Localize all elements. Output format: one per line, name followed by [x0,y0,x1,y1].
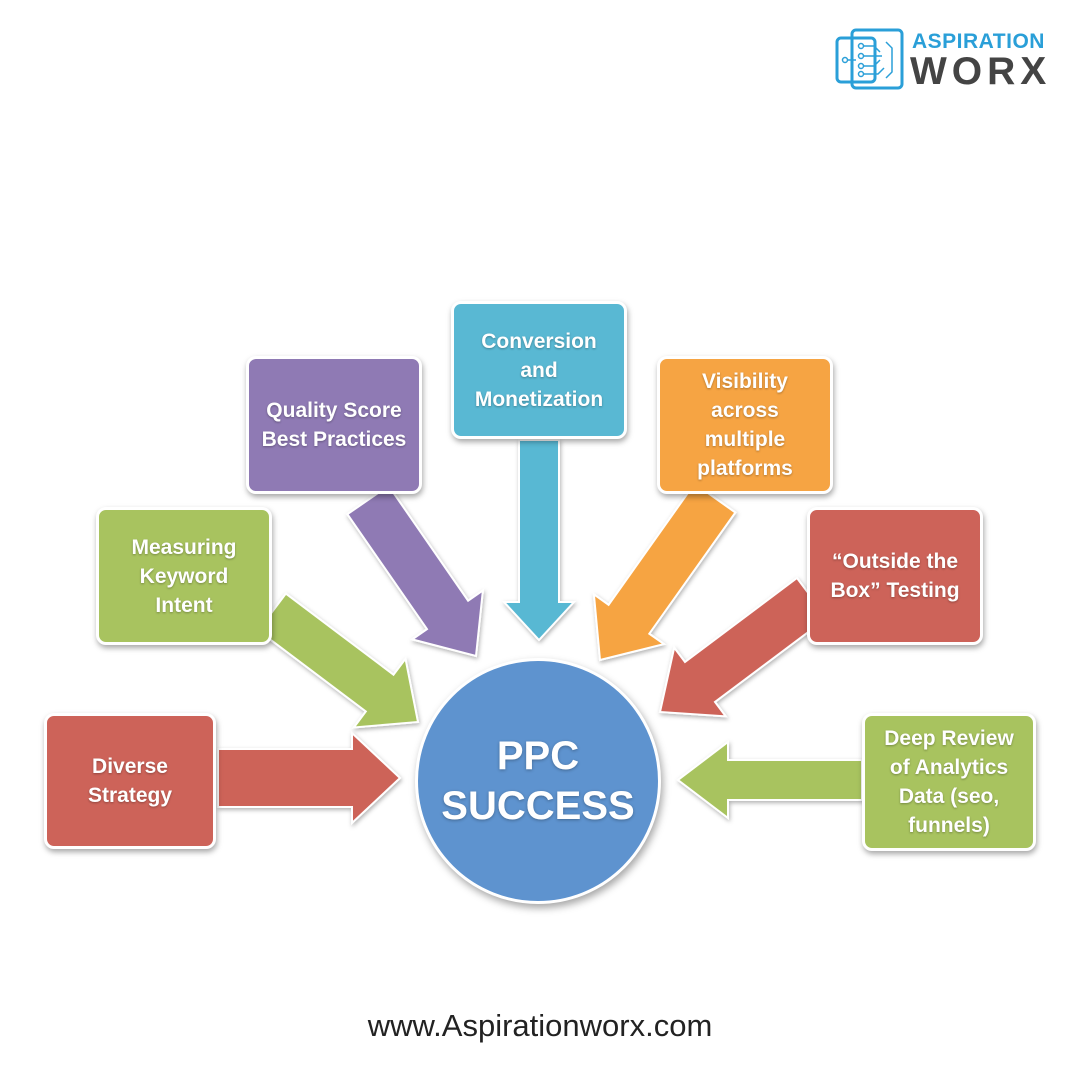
arrow-to-hub-3 [346,484,485,658]
brand-name-top: ASPIRATION [912,30,1045,53]
brand-logo: ASPIRATION WORX [834,26,1056,93]
arrow-to-hub-1 [217,730,402,826]
arrow-to-hub-5 [592,482,737,662]
arrow-to-hub-6 [658,576,829,718]
arrow-to-hub-4 [501,439,577,642]
brand-name-bottom: WORX [910,50,1052,93]
arrow-to-hub-7 [676,739,863,821]
circuit-board-icon [835,28,904,90]
footer-url: www.Aspirationworx.com [367,1008,713,1043]
center-hub: PPC SUCCESS [415,658,661,904]
hub-line-1: PPC [496,734,580,778]
arrow-to-hub-2 [256,592,420,729]
hub-line-2: SUCCESS [441,784,635,828]
